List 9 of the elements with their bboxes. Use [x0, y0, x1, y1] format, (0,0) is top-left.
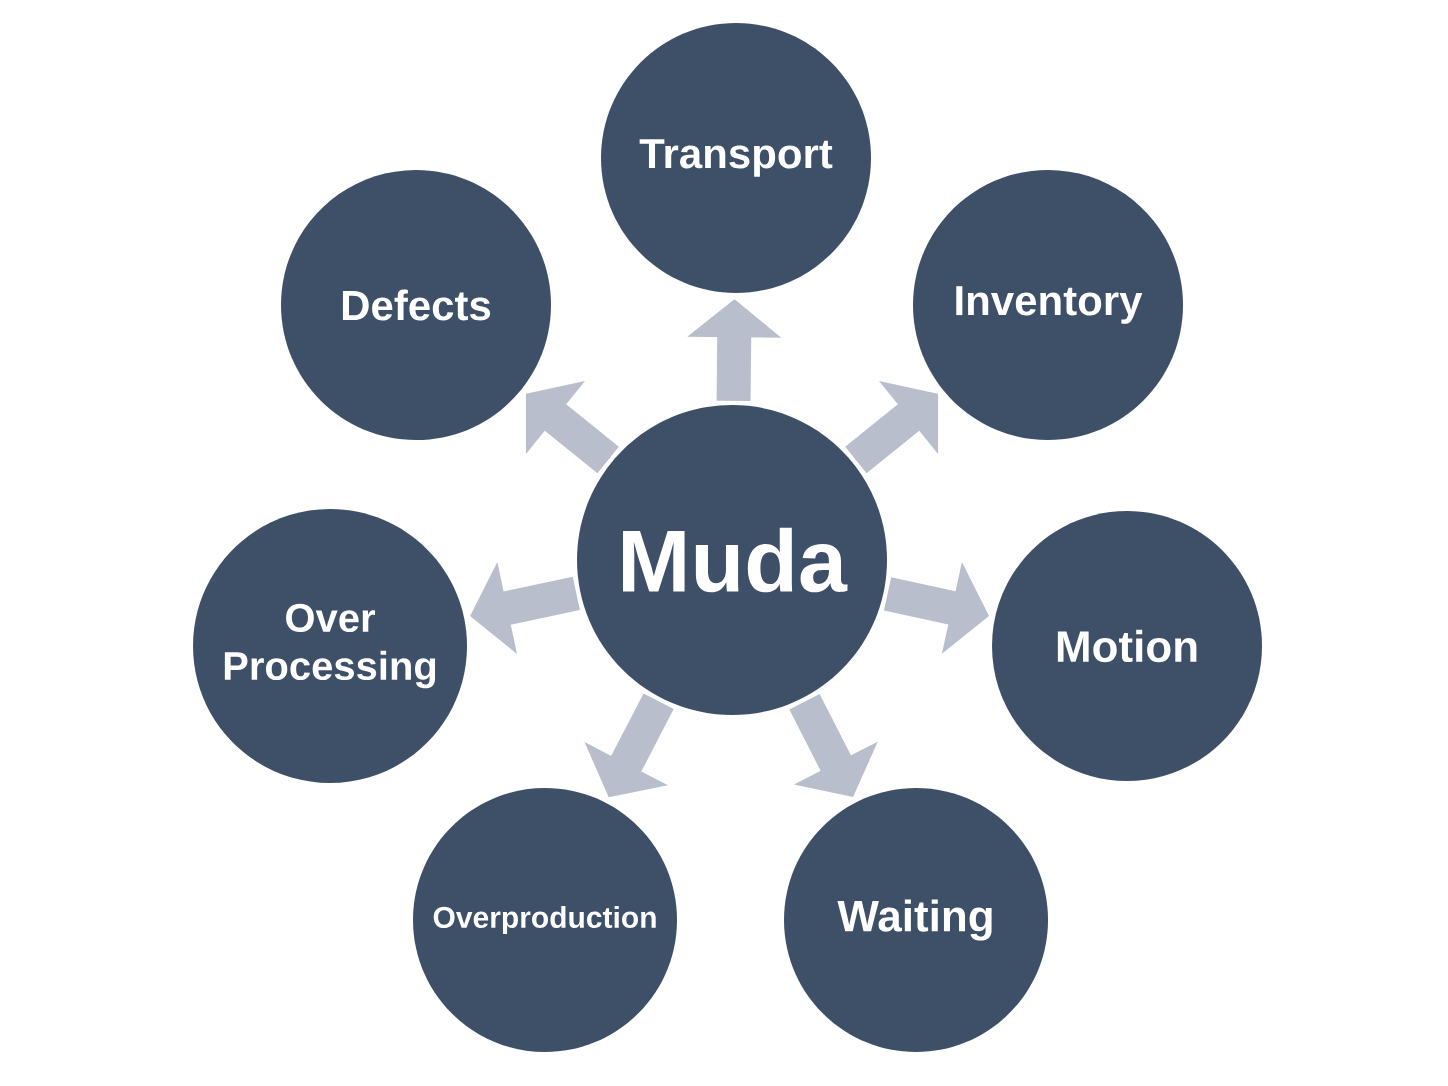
- circle-node: Over Processing: [193, 509, 467, 783]
- block-arrow: [789, 694, 878, 797]
- circle-node: Inventory: [913, 170, 1183, 440]
- circle-node: Transport: [601, 23, 871, 293]
- circle-node: Overproduction: [413, 788, 677, 1052]
- block-arrow: [845, 380, 939, 474]
- circle-node: Waiting: [784, 788, 1048, 1052]
- circle-node: Defects: [281, 170, 551, 440]
- circle-node: Motion: [992, 511, 1262, 781]
